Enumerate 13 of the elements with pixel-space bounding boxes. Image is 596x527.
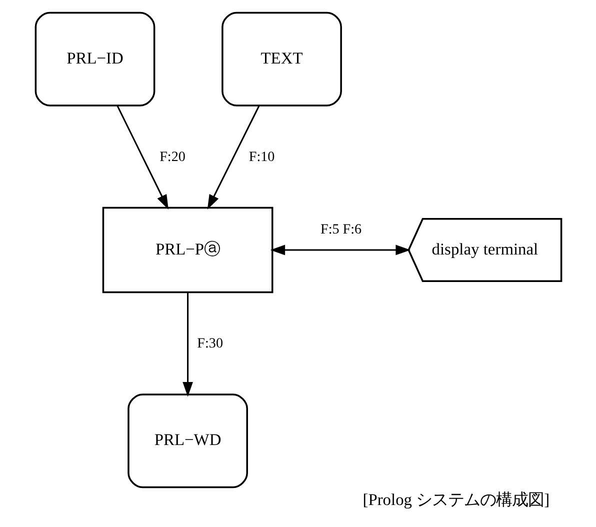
edge-label: F:5 F:6 xyxy=(320,222,362,238)
edge-label: F:10 xyxy=(248,148,274,165)
node-box: TEXT xyxy=(221,12,342,106)
edge-label: F:30 xyxy=(196,336,223,352)
node-box: PRL−ID xyxy=(34,12,155,106)
caption: [Prolog システムの構成図] xyxy=(362,490,550,510)
node-box: PRL−WD xyxy=(127,394,248,488)
edge-label: F:20 xyxy=(159,148,185,165)
arrow xyxy=(206,106,260,210)
arrow xyxy=(270,244,410,256)
node-box: PRL−Pⓐ xyxy=(102,206,273,294)
arrow xyxy=(182,292,192,397)
arrow xyxy=(116,106,168,210)
